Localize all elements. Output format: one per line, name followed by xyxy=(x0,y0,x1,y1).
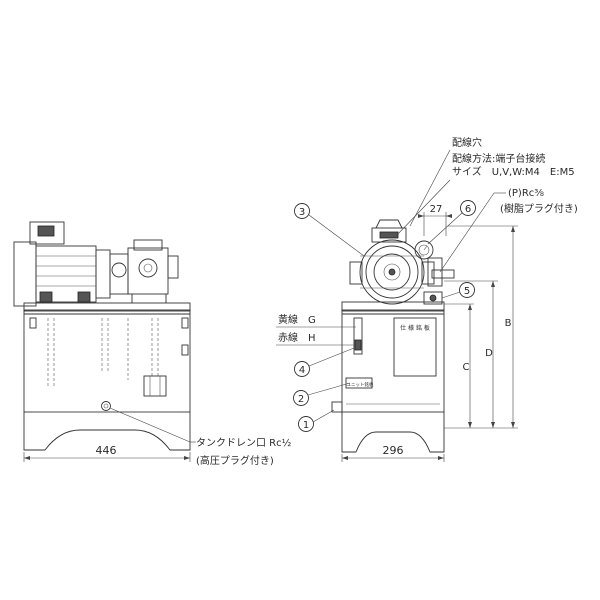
yellow-wire-label: 黄線 G xyxy=(278,313,316,326)
spec-nameplate xyxy=(393,317,437,377)
level-gauge xyxy=(353,317,363,355)
p-port-note-label: (樹脂プラグ付き) xyxy=(500,202,578,215)
front-width-label: 446 xyxy=(96,444,117,457)
p-port-label: (P)Rc⅜ xyxy=(508,188,544,199)
callout-4: 4 xyxy=(294,347,355,377)
side-motor xyxy=(349,219,435,305)
wiring-notes: 配線穴 配線方法:端子台接続 サイズ U,V,W:M4 E:M5 xyxy=(395,136,575,237)
side-width-dimension: 296 xyxy=(341,444,445,462)
dim-B-label: B xyxy=(505,318,512,329)
callout-3: 3 xyxy=(294,203,365,257)
callout-2: 2 xyxy=(293,382,351,406)
pressure-gauge xyxy=(414,240,434,260)
spec-nameplate-label: 仕 様 銘 板 xyxy=(400,324,430,332)
drain-callout: タンクドレン口 Rc½ (高圧プラグ付き) xyxy=(109,407,292,467)
callout-1: 1 xyxy=(298,409,335,432)
front-motor xyxy=(13,221,111,307)
wiring-hole-label: 配線穴 xyxy=(452,136,482,149)
dim-D-label: D xyxy=(485,348,493,359)
side-width-label: 296 xyxy=(383,444,404,457)
side-tank-base xyxy=(341,412,445,453)
callout-3-label: 3 xyxy=(299,207,305,218)
callout-5-label: 5 xyxy=(464,286,470,297)
callout-6: 6 xyxy=(427,200,476,245)
height-dimensions: C D B xyxy=(444,225,518,429)
unit-nameplate xyxy=(345,377,373,389)
dim-27-label: 27 xyxy=(430,204,443,215)
p-port-note: (P)Rc⅜ (樹脂プラグ付き) xyxy=(439,188,578,273)
side-view: 仕 様 銘 板 ユニット銘板 xyxy=(331,219,455,453)
side-tank xyxy=(341,309,445,413)
unit-nameplate-label: ユニット銘板 xyxy=(347,381,374,388)
front-width-dimension: 446 xyxy=(23,444,191,462)
callout-5: 5 xyxy=(441,282,475,299)
front-pump xyxy=(127,239,179,295)
wiring-size-label: サイズ U,V,W:M4 E:M5 xyxy=(452,165,575,178)
callout-6-label: 6 xyxy=(465,204,471,215)
front-view xyxy=(13,221,191,451)
dim-C-label: C xyxy=(463,362,470,373)
callout-4-label: 4 xyxy=(299,365,305,376)
wiring-method-label: 配線方法:端子台接続 xyxy=(452,152,545,165)
red-wire-label: 赤線 H xyxy=(278,331,316,344)
drain-note: (高圧プラグ付き) xyxy=(196,454,274,467)
front-drain-plug xyxy=(101,401,111,411)
dim-27: 27 xyxy=(418,204,452,236)
front-tank-base xyxy=(23,412,191,451)
wire-labels: 黄線 G 赤線 H xyxy=(276,313,356,346)
callout-1-label: 1 xyxy=(303,420,309,431)
callout-2-label: 2 xyxy=(298,394,304,405)
front-tank xyxy=(23,309,191,413)
drain-label: タンクドレン口 Rc½ xyxy=(196,437,292,449)
